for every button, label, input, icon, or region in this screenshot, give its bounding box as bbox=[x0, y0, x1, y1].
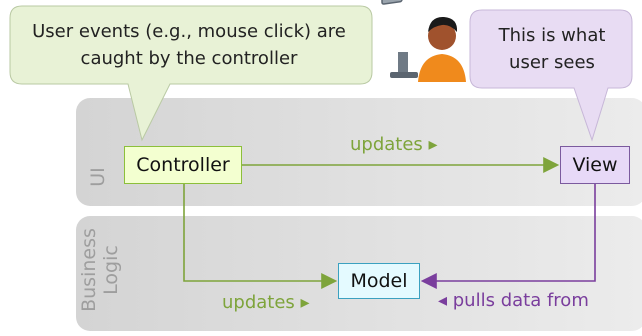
business-logic-label-line2: Logic bbox=[100, 245, 122, 295]
callout-left-line1: User events (e.g., mouse click) are bbox=[32, 21, 346, 42]
callout-right-line2: user sees bbox=[509, 52, 595, 73]
callout-right-text: This is what user sees bbox=[478, 22, 626, 76]
callout-left-bubble bbox=[9, 5, 373, 142]
callout-left-text: User events (e.g., mouse click) are caug… bbox=[14, 18, 364, 72]
controller-to-model-label: updates ▸ bbox=[222, 292, 310, 313]
controller-to-view-label: updates ▸ bbox=[350, 134, 438, 155]
callout-right-line1: This is what bbox=[498, 25, 606, 46]
business-logic-layer-label: Business Logic bbox=[78, 227, 122, 313]
controller-to-model-arrow bbox=[183, 184, 338, 289]
callout-left-line2: caught by the controller bbox=[80, 48, 298, 69]
controller-node: Controller bbox=[124, 146, 242, 184]
view-to-model-arrow bbox=[420, 184, 596, 289]
business-logic-label-line1: Business bbox=[78, 228, 100, 312]
callout-right-bubble bbox=[469, 9, 633, 142]
ui-layer-label: UI bbox=[87, 167, 109, 187]
user-at-computer-icon bbox=[381, 0, 466, 82]
model-node: Model bbox=[338, 263, 420, 299]
view-node: View bbox=[560, 146, 630, 184]
view-to-model-label: ◂ pulls data from bbox=[438, 290, 589, 311]
